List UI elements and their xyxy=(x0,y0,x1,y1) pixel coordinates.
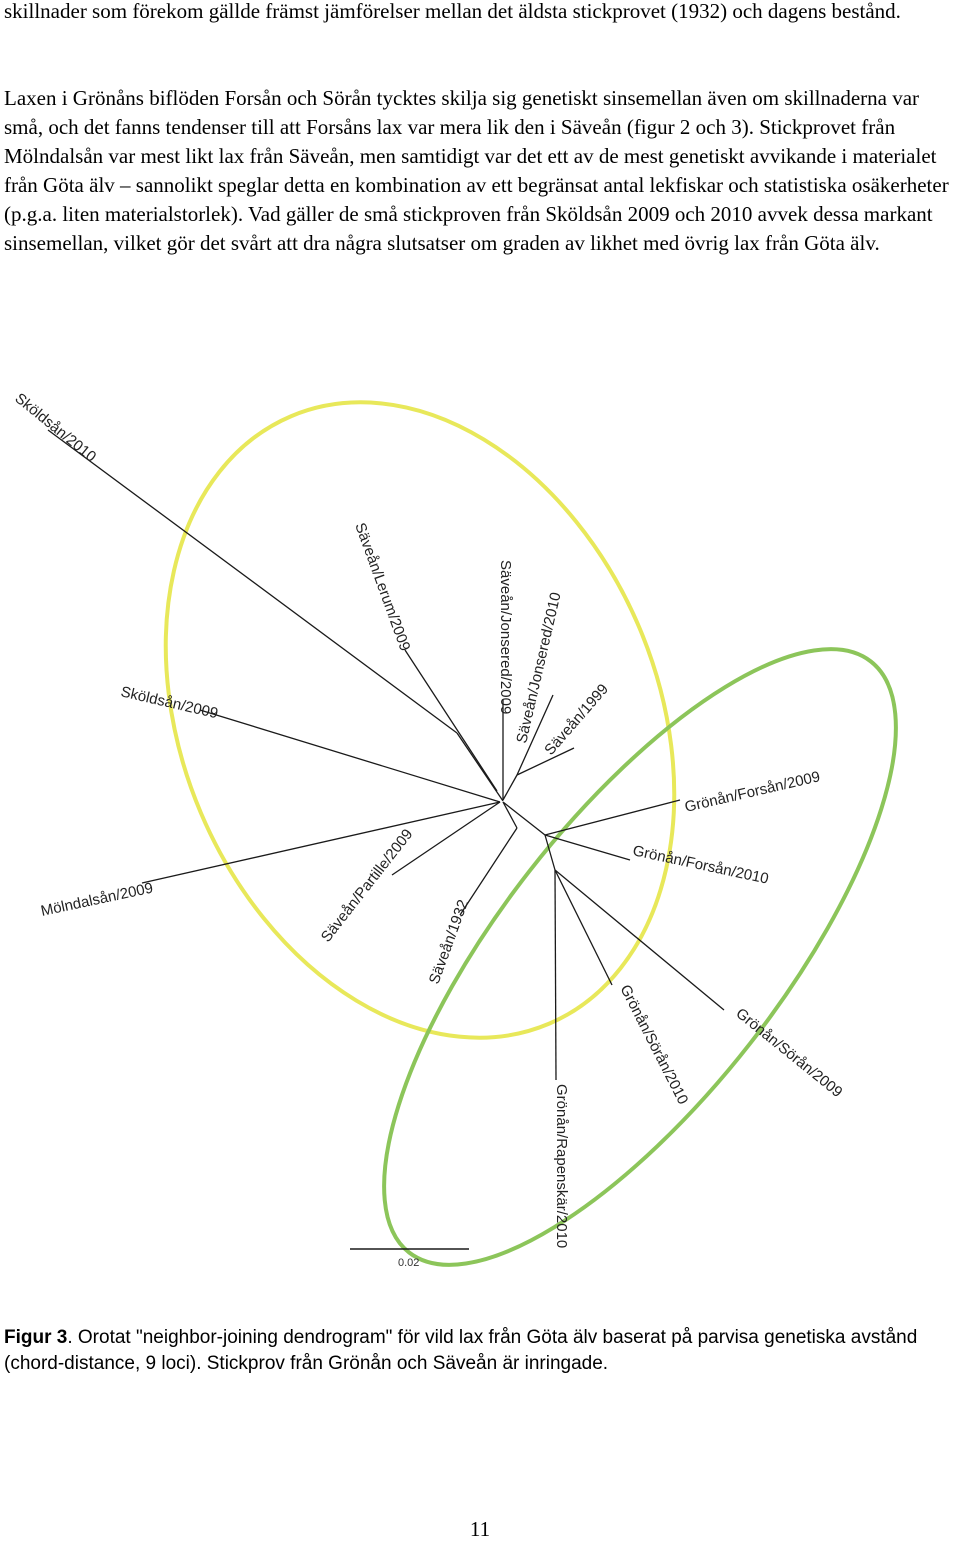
branch-soran-2009 xyxy=(554,869,725,1011)
leaf-label-gronan-forsan-2010: Grönån/Forsån/2010 xyxy=(631,842,770,887)
scale-bar-label: 0.02 xyxy=(398,1257,419,1269)
gronan-group-ellipse xyxy=(382,647,898,1267)
leaf-label-saveaan-jonsered-2009: Säveån/Jonsered/2009 xyxy=(497,560,514,714)
branch-skoldsan-2009 xyxy=(199,709,501,803)
branch-internal-b xyxy=(502,774,518,801)
branch-jonsered-2010 xyxy=(516,694,554,776)
branch-forsan-2010 xyxy=(544,834,631,861)
branch-partille xyxy=(391,801,501,876)
leaf-label-saveaan-jonsered-2010: Säveån/Jonsered/2010 xyxy=(513,591,564,745)
leaf-label-gronan-soran-2009: Grönån/Sörån/2009 xyxy=(732,1005,845,1101)
branch-1999 xyxy=(516,747,575,776)
leaf-label-gronan-rapenskar-2010: Grönån/Rapenskär/2010 xyxy=(553,1084,570,1248)
branch-skoldsan-2010 xyxy=(47,429,458,734)
branch-stem-to-1932 xyxy=(502,801,518,829)
leaf-label-gronan-forsan-2009: Grönån/Forsån/2009 xyxy=(683,768,822,816)
branch-rapenskar xyxy=(554,869,557,1081)
body-paragraph-2: Laxen i Grönåns biflöden Forsån och Sörå… xyxy=(4,86,949,255)
dendrogram-figure: Sköldsån/2010 Säveån/Lerum/2009 Säveån/J… xyxy=(11,390,898,1269)
branch-internal-c xyxy=(544,834,556,871)
page-number: 11 xyxy=(469,1517,491,1541)
branch-molndalsan xyxy=(141,801,501,884)
leaf-label-saveaan-partille-2009: Säveån/Partille/2009 xyxy=(318,826,417,946)
figure-caption: Figur 3. Orotat "neighbor-joining dendro… xyxy=(4,1325,956,1377)
leaf-label-saveaan-1999: Säveån/1999 xyxy=(541,681,612,759)
tree-branches xyxy=(47,429,725,1081)
caption-label: Figur 3 xyxy=(4,1327,68,1348)
leaf-label-saveaan-1932: Säveån/1932 xyxy=(426,897,472,986)
caption-text: . Orotat "neighbor-joining dendrogram" f… xyxy=(4,1327,918,1374)
branch-soran-2010 xyxy=(554,869,613,986)
leaf-label-molndalsan-2009: Mölndalsån/2009 xyxy=(39,880,154,920)
branch-stem-to-internal-c xyxy=(502,801,546,836)
leaf-label-saveaan-lerum-2009: Säveån/Lerum/2009 xyxy=(351,521,413,654)
body-paragraph-1: skillnader som förekom gällde främst jäm… xyxy=(4,0,901,23)
leaf-label-gronan-soran-2010: Grönån/Sörån/2010 xyxy=(616,982,691,1107)
branch-lerum xyxy=(404,649,498,792)
branch-internal-a xyxy=(456,732,504,802)
saveaan-group-ellipse xyxy=(163,400,677,1040)
branch-forsan-2009 xyxy=(544,799,681,836)
leaf-label-skoldsan-2010: Sköldsån/2010 xyxy=(11,390,99,466)
branch-1932 xyxy=(459,827,518,916)
